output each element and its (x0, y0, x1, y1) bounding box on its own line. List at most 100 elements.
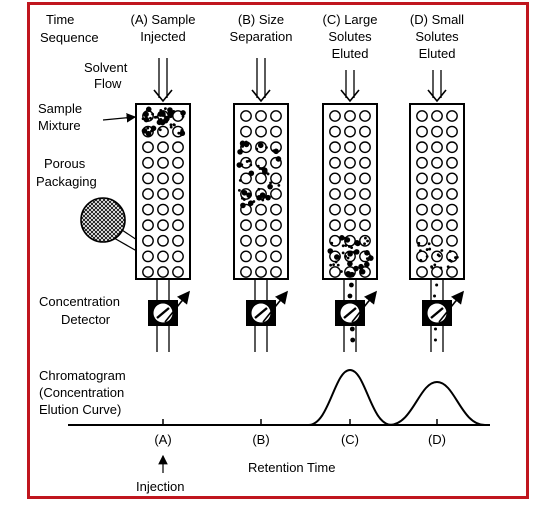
small-solute-dot (433, 263, 437, 267)
packing-bead (446, 203, 458, 216)
small-solute-dot (150, 129, 153, 133)
small-solute-dot (159, 108, 163, 112)
packing-bead (255, 250, 267, 263)
eluting-solute-dot (349, 326, 355, 332)
small-solute-dot (269, 181, 272, 185)
large-solute-dot (237, 149, 243, 155)
packing-bead (416, 110, 428, 122)
small-solute-dot (344, 254, 348, 258)
injection-label: Injection (136, 479, 184, 494)
eluting-solute-dot (433, 327, 437, 331)
small-solute-dot (272, 149, 276, 153)
stage-title-line: (C) Large (323, 12, 378, 27)
small-solute-dot (249, 163, 253, 167)
packing-bead (157, 250, 169, 263)
packing-bead (446, 156, 458, 169)
small-solute-dot (145, 112, 149, 116)
sample-mixture-label: Sample Mixture (38, 101, 86, 133)
large-solute-dot (353, 265, 359, 272)
packing-bead (431, 141, 443, 154)
packing-bead (446, 219, 458, 232)
small-solute-dot (365, 257, 369, 260)
small-solute-dot (363, 242, 366, 246)
packing-bead (416, 219, 428, 232)
packing-bead (329, 266, 341, 278)
packing-bead (344, 188, 356, 200)
retention-time-label: Retention Time (248, 460, 335, 475)
solvent-flow-arrow (251, 89, 271, 103)
packing-bead (157, 234, 169, 247)
packing-bead (344, 172, 356, 185)
small-solute-dot (341, 244, 345, 248)
small-solute-dot (328, 250, 331, 254)
small-solute-dot (143, 130, 146, 134)
small-solute-dot (329, 263, 333, 267)
small-solute-dot (265, 146, 268, 149)
detector-slash (156, 307, 170, 319)
large-solute-dot (334, 254, 340, 260)
packing-bead (359, 156, 371, 169)
small-solute-dot (266, 172, 270, 176)
small-solute-dot (159, 118, 163, 121)
large-solute-dot (358, 263, 364, 270)
small-solute-dot (455, 255, 459, 259)
packing-bead (446, 110, 458, 122)
small-solute-dot (163, 107, 167, 111)
packing-bead (344, 203, 356, 216)
small-solute-dot (245, 160, 249, 163)
packing-bead (240, 172, 252, 185)
small-solute-dot (158, 128, 162, 132)
small-solute-dot (446, 265, 450, 269)
small-solute-dot (258, 167, 262, 170)
packing-bead (431, 125, 443, 138)
small-solute-dot (153, 115, 157, 119)
small-solute-dot (277, 183, 281, 187)
packing-bead (142, 219, 154, 232)
packing-bead (329, 203, 341, 216)
small-solute-dot (417, 243, 421, 247)
packing-bead (431, 188, 443, 200)
detector-slash (430, 307, 444, 319)
packing-bead (270, 188, 282, 200)
stage-title-line: (B) Size (238, 12, 284, 27)
packing-bead (240, 234, 252, 247)
small-solute-dot (346, 256, 350, 260)
small-solute-dot (417, 241, 421, 245)
small-solute-dot (350, 246, 354, 250)
small-solute-dot (160, 112, 164, 116)
packing-bead (142, 250, 154, 263)
packing-bead (416, 188, 428, 200)
packing-bead (172, 141, 184, 154)
small-solute-dot (238, 179, 242, 182)
small-solute-dot (149, 116, 152, 120)
sample-mixture-pointer (102, 113, 137, 123)
packing-bead (431, 172, 443, 185)
packing-bead (359, 188, 371, 200)
large-solute-dot (364, 261, 370, 268)
large-solute-dot (345, 271, 352, 278)
packing-bead (359, 141, 371, 154)
axis-label-b: (B) (252, 432, 269, 447)
packing-bead (142, 234, 154, 247)
packing-bead (431, 219, 443, 232)
packing-bead (172, 172, 184, 185)
small-solute-dot (341, 251, 345, 255)
axis-label-d: (D) (428, 432, 446, 447)
packing-bead (446, 125, 458, 138)
small-solute-dot (428, 247, 432, 251)
packing-bead (270, 203, 282, 216)
solvent-flow-label: Solvent Flow (84, 60, 131, 91)
eluting-solute-dot (350, 337, 356, 343)
small-solute-dot (177, 131, 181, 135)
elution-peak-d (388, 380, 486, 426)
packing-bead (157, 172, 169, 185)
small-solute-dot (330, 241, 334, 245)
large-solute-dot (354, 240, 361, 247)
large-solute-dot (257, 142, 264, 149)
small-solute-dot (436, 253, 440, 257)
packing-bead (344, 156, 356, 169)
